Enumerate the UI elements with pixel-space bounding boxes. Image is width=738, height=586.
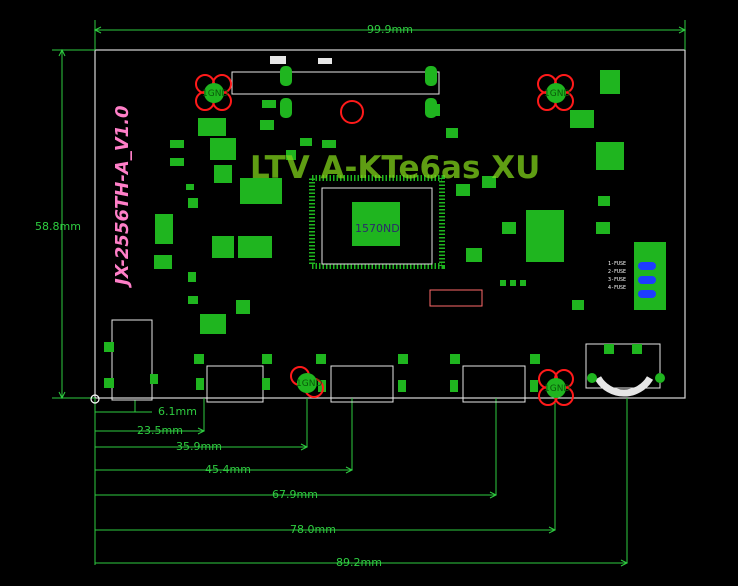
fuse-connector (634, 242, 666, 310)
dim-offset-2-label: 23.5mm (137, 424, 183, 437)
main-ic (309, 175, 445, 269)
dim-offset-7-label: 89.2mm (336, 556, 382, 569)
dim-offset-1-label: 6.1mm (158, 405, 197, 418)
board-title: JX-2556TH-A_V1.0 (112, 105, 133, 288)
mounting-hole-top-right (537, 74, 574, 111)
dim-offset-6-label: 78.0mm (290, 523, 336, 536)
audio-jack (585, 343, 665, 397)
mounting-hole-bottom-right (538, 369, 574, 406)
dim-width-label: 99.9mm (367, 23, 413, 36)
resistor-outline (429, 289, 483, 307)
watermark: LTV A-KTe6as XU (250, 150, 540, 186)
dim-offset-3-label: 35.9mm (176, 440, 222, 453)
fuse-pin-3-label: 3-FUSE (608, 277, 626, 283)
dimension-lines (52, 20, 687, 565)
mounting-hole-top-left (195, 74, 232, 111)
hdmi-port-2 (450, 354, 540, 403)
dim-offset-4-label: 45.4mm (205, 463, 251, 476)
mounting-hole-top-left-label: 1GND (202, 89, 228, 99)
fiducial-marker (340, 100, 364, 124)
left-components (154, 100, 336, 334)
fuse-pin-4-label: 4-FUSE (608, 285, 626, 291)
usb-port-1 (194, 354, 272, 403)
left-barrel-jack (104, 319, 158, 401)
mounting-hole-bottom-right-label: 1GND (544, 384, 570, 394)
dimension-arrows (197, 427, 629, 567)
mounting-hole-bottom-left-label: 1GND (296, 379, 322, 389)
dim-height-label: 58.8mm (35, 220, 81, 233)
mounting-hole-top-right-label: 1GND (544, 89, 570, 99)
origin-marker (90, 394, 100, 404)
mounting-hole-bottom-left (290, 366, 324, 398)
fuse-pin-1-label: 1-FUSE (608, 261, 626, 267)
main-ic-label: 1570ND (355, 222, 400, 235)
dim-offset-5-label: 67.9mm (272, 488, 318, 501)
right-components (430, 70, 624, 310)
fuse-pin-2-label: 2-FUSE (608, 269, 626, 275)
